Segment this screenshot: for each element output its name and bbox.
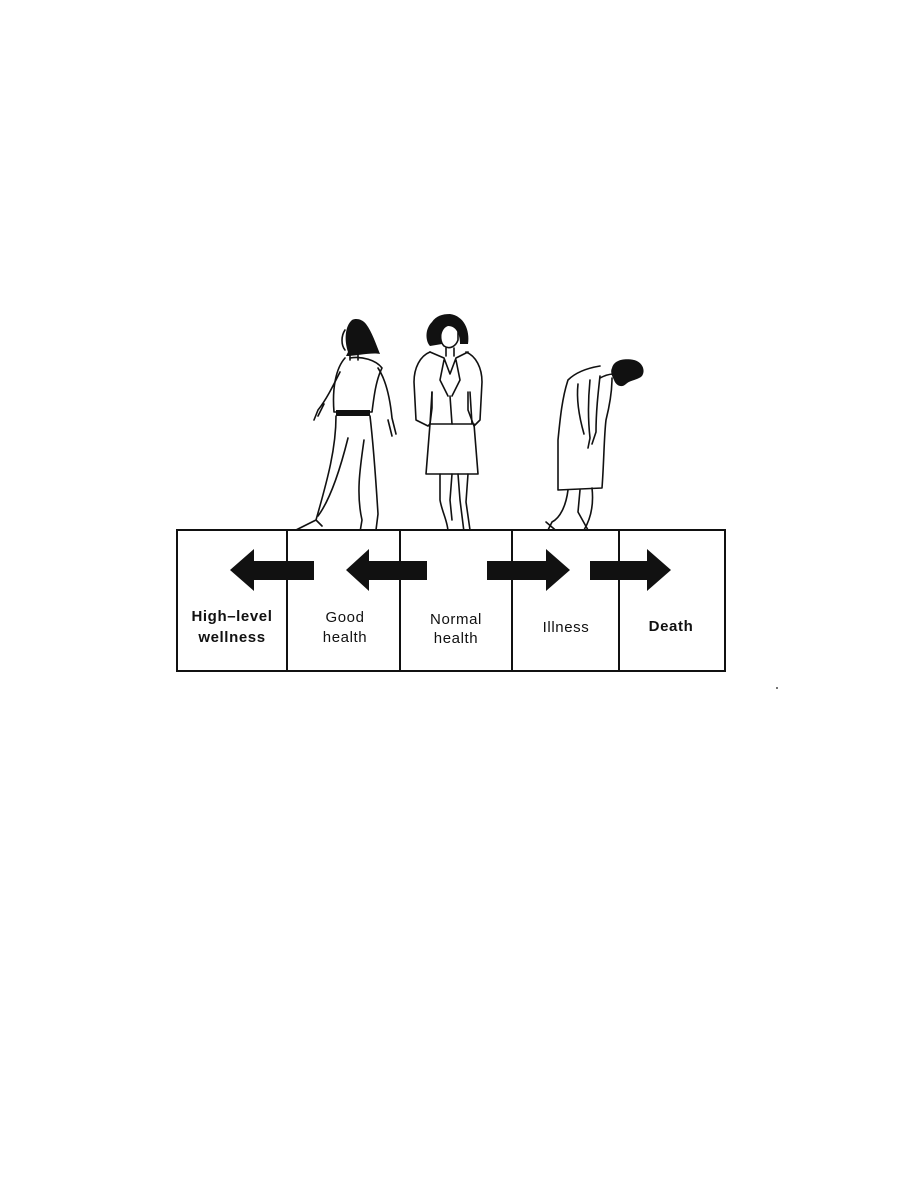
walking-woman-figure xyxy=(291,319,397,539)
stage-panel-good-health xyxy=(286,529,401,672)
continuum-bar xyxy=(176,529,726,672)
stage-label-death: Death xyxy=(649,618,694,635)
direction-arrows xyxy=(230,549,671,591)
stooped-woman-figure xyxy=(545,359,644,543)
stage-label-normal-health-line2: health xyxy=(434,630,478,647)
stage-label-good-health-line2: health xyxy=(323,629,367,646)
left-arrow-icon xyxy=(230,549,314,591)
stage-label-normal-health-line1: Normal xyxy=(430,611,482,628)
scan-speck xyxy=(776,687,778,689)
standing-woman-figure xyxy=(413,314,483,540)
left-arrow-icon xyxy=(346,549,427,591)
stage-label-illness: Illness xyxy=(543,619,590,636)
stage-panel-death xyxy=(618,529,726,672)
right-arrow-icon xyxy=(590,549,671,591)
stage-label-high-level-wellness-line1: High–level xyxy=(191,608,272,625)
stage-label-good-health-line1: Good xyxy=(325,609,364,626)
stage-label-high-level-wellness-line2: wellness xyxy=(197,629,265,646)
stage-labels: High–level wellness Good health Normal h… xyxy=(191,608,694,647)
stage-panel-high-level-wellness xyxy=(176,529,288,672)
right-arrow-icon xyxy=(487,549,570,591)
stage-panel-illness xyxy=(511,529,620,672)
stage-panel-normal-health xyxy=(399,529,513,672)
